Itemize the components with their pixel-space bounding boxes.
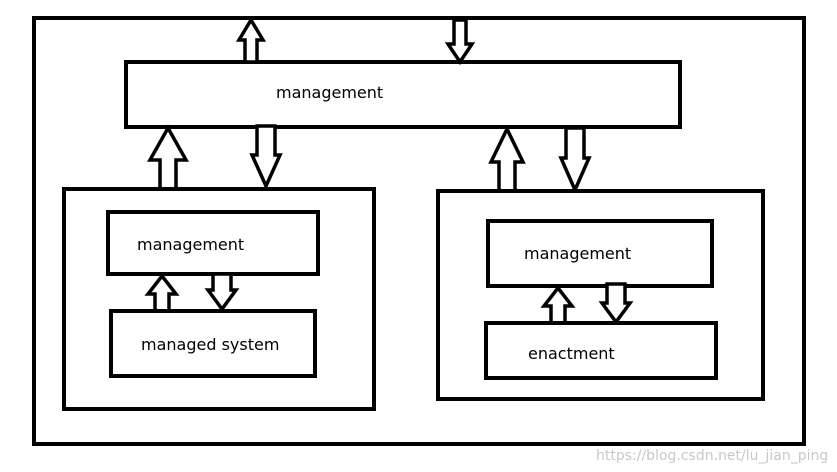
watermark-text: https://blog.csdn.net/lu_jian_ping (596, 448, 828, 464)
right-management-label: management (524, 244, 631, 263)
top-management-box (124, 60, 682, 129)
left-management-box (106, 210, 320, 276)
left-inner-down-arrow (204, 272, 240, 312)
left-down-arrow (249, 124, 283, 191)
right-inner-down-arrow (598, 282, 634, 325)
top-down-arrow-outer (444, 18, 476, 66)
managed-system-label: managed system (141, 335, 279, 354)
enactment-box (484, 321, 718, 380)
managed-system-box (109, 309, 317, 378)
right-management-box (486, 219, 714, 288)
enactment-label: enactment (528, 344, 615, 363)
left-management-label: management (137, 235, 244, 254)
top-up-arrow-outer (235, 16, 267, 64)
left-up-arrow (147, 124, 189, 192)
right-down-arrow (558, 126, 592, 195)
top-management-label: management (276, 83, 383, 102)
right-up-arrow (488, 124, 526, 194)
